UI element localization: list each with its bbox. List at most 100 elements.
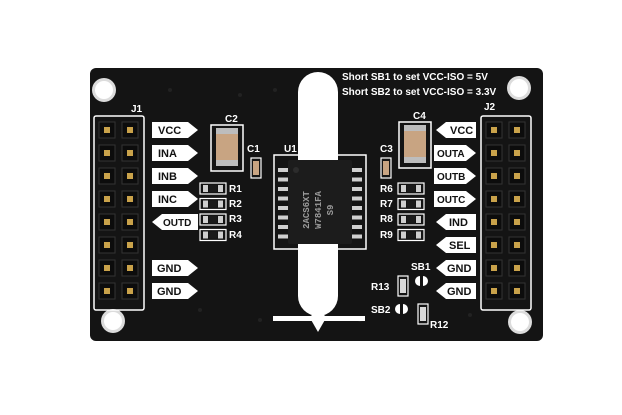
header-pin bbox=[121, 190, 139, 208]
capacitor-c1 bbox=[253, 161, 259, 175]
solder-bridge-sb2 bbox=[395, 304, 408, 314]
right-signal-labels: VCC OUTA OUTB OUTC IND SEL GND GND bbox=[434, 122, 476, 299]
left-label-gnd-2: GND bbox=[157, 286, 182, 298]
label-r8: R8 bbox=[380, 214, 393, 225]
header-pin bbox=[98, 282, 116, 300]
header-pin bbox=[121, 236, 139, 254]
j1-header-pins bbox=[98, 121, 139, 300]
header-pin bbox=[121, 259, 139, 277]
u1-pins bbox=[278, 168, 362, 239]
u1-pin bbox=[278, 168, 290, 172]
left-label-inb: INB bbox=[158, 171, 177, 183]
label-sb1: SB1 bbox=[411, 262, 431, 273]
header-label-j2: J2 bbox=[484, 102, 496, 113]
label-sb2: SB2 bbox=[371, 305, 391, 316]
header-pin bbox=[98, 190, 116, 208]
header-pin bbox=[121, 282, 139, 300]
capacitor-c2 bbox=[216, 128, 238, 166]
right-label-ind: IND bbox=[449, 217, 468, 229]
resistors-right bbox=[397, 182, 425, 242]
u1-pin bbox=[350, 187, 362, 191]
chip-marking-1: 2ACS6XT bbox=[302, 191, 312, 229]
header-pin bbox=[121, 144, 139, 162]
resistor-r13 bbox=[400, 279, 406, 293]
resistor bbox=[199, 197, 227, 211]
j2-header-outline bbox=[480, 115, 532, 311]
left-label-vcc: VCC bbox=[158, 125, 181, 137]
header-pin bbox=[508, 259, 526, 277]
label-r7: R7 bbox=[380, 199, 393, 210]
note-line-2: Short SB2 to set VCC-ISO = 3.3V bbox=[342, 87, 497, 98]
right-label-sel: SEL bbox=[449, 240, 471, 252]
label-c2: C2 bbox=[225, 114, 238, 125]
header-pin bbox=[98, 236, 116, 254]
header-pin bbox=[121, 213, 139, 231]
left-signal-labels: VCC INA INB INC OUTD GND GND bbox=[152, 122, 198, 299]
label-r4: R4 bbox=[229, 230, 242, 241]
header-pin bbox=[508, 213, 526, 231]
header-pin bbox=[485, 190, 503, 208]
u1-pin bbox=[278, 196, 290, 201]
resistor bbox=[199, 228, 227, 242]
u1-pin bbox=[350, 215, 362, 220]
u1-pin bbox=[350, 206, 362, 210]
u1-pin bbox=[278, 215, 290, 220]
header-pin bbox=[485, 213, 503, 231]
chip-marking-3: S9 bbox=[326, 205, 336, 216]
header-pin bbox=[508, 167, 526, 185]
u1-pin bbox=[350, 168, 362, 172]
resistor bbox=[397, 197, 425, 211]
capacitor-c4 bbox=[404, 125, 426, 163]
resistor bbox=[199, 182, 227, 195]
label-r2: R2 bbox=[229, 199, 242, 210]
right-label-outc: OUTC bbox=[437, 195, 465, 206]
header-label-j1: J1 bbox=[131, 104, 143, 115]
label-r1: R1 bbox=[229, 184, 242, 195]
header-pin bbox=[485, 259, 503, 277]
u1-pin bbox=[350, 177, 362, 182]
label-r13: R13 bbox=[371, 282, 390, 293]
header-pin bbox=[98, 213, 116, 231]
u1-pin bbox=[278, 177, 290, 182]
header-pin bbox=[485, 282, 503, 300]
header-pin bbox=[508, 121, 526, 139]
header-pin bbox=[485, 167, 503, 185]
u1-pin bbox=[350, 196, 362, 201]
right-label-outa: OUTA bbox=[437, 149, 465, 160]
header-pin bbox=[121, 121, 139, 139]
chip-marking-2: W7841FA bbox=[314, 191, 324, 229]
u1-pin bbox=[278, 206, 290, 210]
note-line-1: Short SB1 to set VCC-ISO = 5V bbox=[342, 72, 488, 83]
u1-pin bbox=[278, 187, 290, 191]
right-label-gnd-1: GND bbox=[447, 263, 472, 275]
j1-header-outline bbox=[93, 115, 145, 311]
u1-outline bbox=[273, 154, 367, 250]
label-c3: C3 bbox=[380, 144, 393, 155]
left-label-gnd-1: GND bbox=[157, 263, 182, 275]
resistor bbox=[397, 182, 425, 195]
right-label-gnd-2: GND bbox=[447, 286, 472, 298]
header-pin bbox=[485, 236, 503, 254]
capacitor-c3 bbox=[383, 161, 389, 175]
label-r6: R6 bbox=[380, 184, 393, 195]
u1-chip bbox=[288, 160, 352, 244]
u1-pin bbox=[278, 225, 290, 229]
left-label-outd: OUTD bbox=[163, 218, 191, 229]
header-pin bbox=[485, 144, 503, 162]
left-label-ina: INA bbox=[158, 148, 177, 160]
header-pin bbox=[98, 259, 116, 277]
resistor-r12 bbox=[420, 307, 426, 321]
isolation-barrier-marking bbox=[273, 304, 365, 332]
u1-pin bbox=[278, 234, 290, 239]
header-pin bbox=[98, 167, 116, 185]
right-label-vcc: VCC bbox=[450, 125, 473, 137]
header-pin bbox=[508, 282, 526, 300]
resistor bbox=[397, 228, 425, 242]
solder-bridge-sb1 bbox=[415, 276, 428, 286]
label-c4: C4 bbox=[413, 111, 426, 122]
label-r9: R9 bbox=[380, 230, 393, 241]
resistors-left bbox=[199, 182, 227, 242]
header-pin bbox=[485, 121, 503, 139]
label-r3: R3 bbox=[229, 214, 242, 225]
